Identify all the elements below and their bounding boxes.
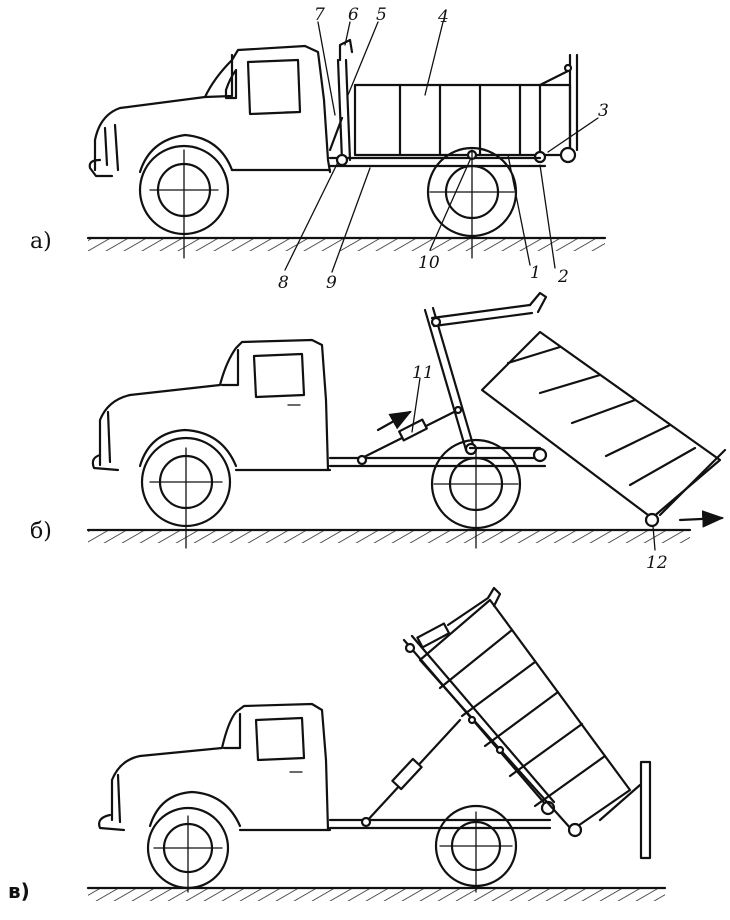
callout-11: 11 [412, 363, 434, 383]
wheel-rear-c [434, 804, 518, 893]
callout-9: 9 [326, 273, 337, 293]
callout-5: 5 [376, 5, 387, 25]
wheel-front-c [146, 806, 230, 893]
callout-6: 6 [348, 5, 359, 25]
callout-12: 12 [646, 553, 668, 573]
callout-labels: 1 2 3 4 5 6 7 8 9 10 11 12 [278, 5, 668, 573]
leaders-a [284, 21, 599, 273]
dump-body-c [418, 598, 652, 860]
ground-b [86, 528, 692, 543]
dump-body-b [480, 330, 727, 528]
callout-1: 1 [530, 263, 541, 283]
truck-cab-c [98, 702, 332, 832]
callout-7: 7 [314, 5, 325, 25]
truck-cab-b [91, 338, 332, 472]
truck-cab-a [88, 44, 332, 178]
panel-c [86, 586, 667, 901]
ground-a [86, 236, 607, 251]
callout-4: 4 [437, 7, 449, 27]
panel-letter-b: б) [30, 519, 52, 544]
wheel-front-a [138, 144, 230, 259]
callout-3: 3 [598, 101, 609, 121]
callout-8: 8 [278, 273, 289, 293]
panel-letter-c: в) [8, 879, 30, 903]
ground-c [86, 886, 667, 901]
leaders-b [411, 377, 656, 551]
callout-2: 2 [557, 267, 569, 287]
panel-a [86, 21, 607, 273]
panel-letters: а) б) в) [8, 229, 52, 903]
wheel-front-b [140, 436, 232, 549]
dump-body-a [353, 53, 579, 164]
lift-frame-c [328, 586, 556, 830]
wheel-rear-b [430, 438, 522, 549]
callout-10: 10 [418, 253, 440, 273]
panel-letter-a: а) [30, 229, 52, 254]
movement-arrows-b [376, 410, 725, 528]
panel-b [86, 291, 727, 551]
lift-frame-b [328, 291, 548, 468]
